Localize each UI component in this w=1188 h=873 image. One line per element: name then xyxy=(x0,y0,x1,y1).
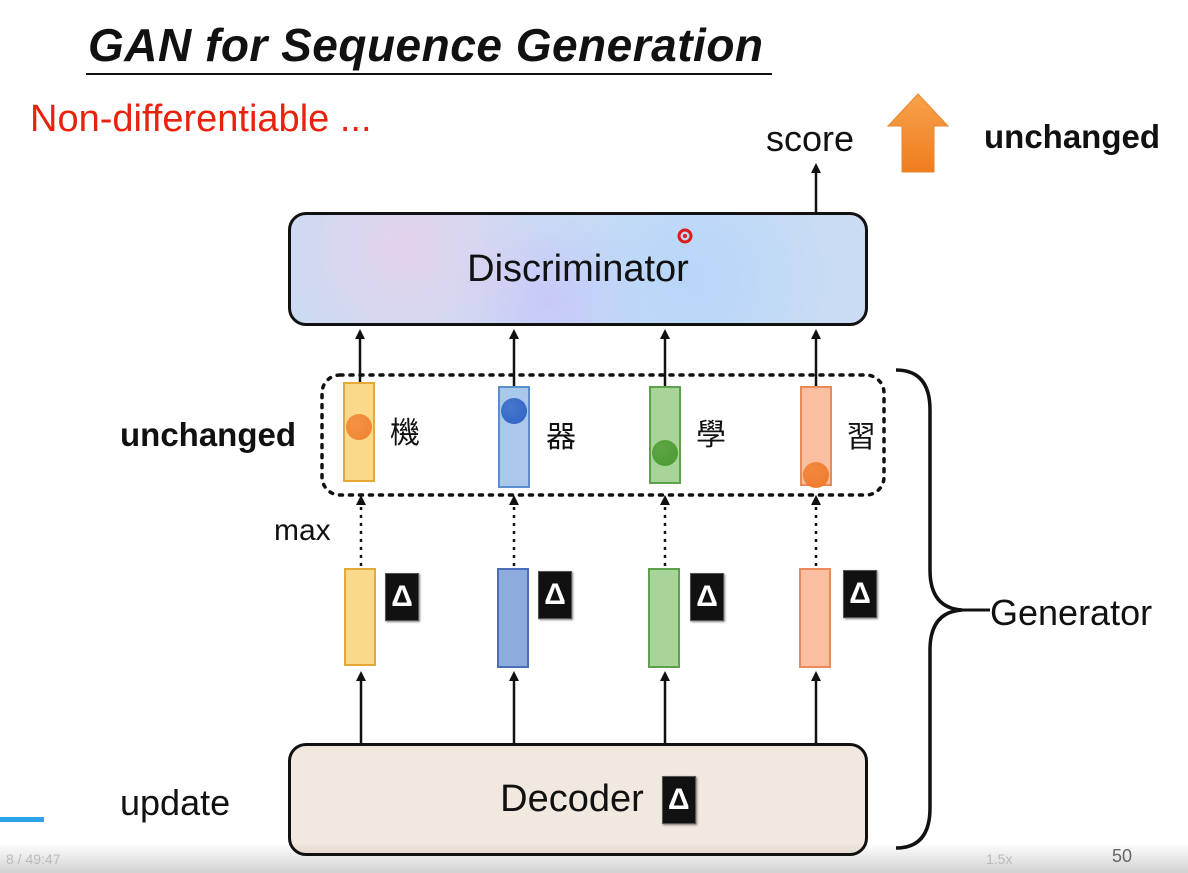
score-label: score xyxy=(766,118,855,159)
token-bar-3 xyxy=(649,386,681,484)
decoder-box: Decoder Δ xyxy=(288,743,868,856)
generator-label: Generator xyxy=(990,592,1153,633)
distribution-bar-4 xyxy=(799,568,831,668)
token-dot-1 xyxy=(346,414,372,440)
update-label: update xyxy=(120,782,231,823)
delta-icon-3: Δ xyxy=(690,573,724,621)
video-progress-bar[interactable] xyxy=(0,817,44,822)
decoder-delta-icon: Δ xyxy=(661,775,696,824)
selection-dashed-box xyxy=(320,373,886,497)
token-char-2: 器 xyxy=(546,420,576,455)
token-dot-4 xyxy=(803,462,829,488)
distribution-bar-1 xyxy=(344,568,376,666)
delta-icon-2: Δ xyxy=(538,571,572,619)
video-time: 8 / 49:47 xyxy=(6,851,61,867)
token-char-4: 習 xyxy=(846,420,876,455)
token-char-3: 學 xyxy=(696,418,726,453)
discriminator-box: Discriminator xyxy=(288,212,868,326)
pointer-dot xyxy=(677,228,693,244)
token-dot-3 xyxy=(652,440,678,466)
score-up-arrow-icon xyxy=(886,93,950,173)
title-underline xyxy=(86,73,772,75)
decoder-label: Decoder xyxy=(500,778,644,820)
video-control-bar xyxy=(0,843,1188,873)
token-dot-2 xyxy=(501,398,527,424)
token-char-1: 機 xyxy=(390,416,420,451)
pointer-dot-center xyxy=(683,234,687,238)
delta-icon-4: Δ xyxy=(843,570,877,618)
unchanged-top-label: unchanged xyxy=(984,118,1161,155)
slide-title: GAN for Sequence Generation xyxy=(88,19,764,71)
distribution-bar-3 xyxy=(648,568,680,668)
delta-icon-1: Δ xyxy=(385,573,419,621)
page-number: 50 xyxy=(1112,846,1133,866)
playback-speed-button[interactable]: 1.5x xyxy=(986,851,1013,867)
distribution-bar-2 xyxy=(497,568,529,668)
generator-brace xyxy=(895,368,963,850)
max-label: max xyxy=(274,514,331,547)
discriminator-label: Discriminator xyxy=(467,247,689,290)
unchanged-left-label: unchanged xyxy=(120,416,297,453)
subtitle: Non-differentiable ... xyxy=(30,98,372,140)
